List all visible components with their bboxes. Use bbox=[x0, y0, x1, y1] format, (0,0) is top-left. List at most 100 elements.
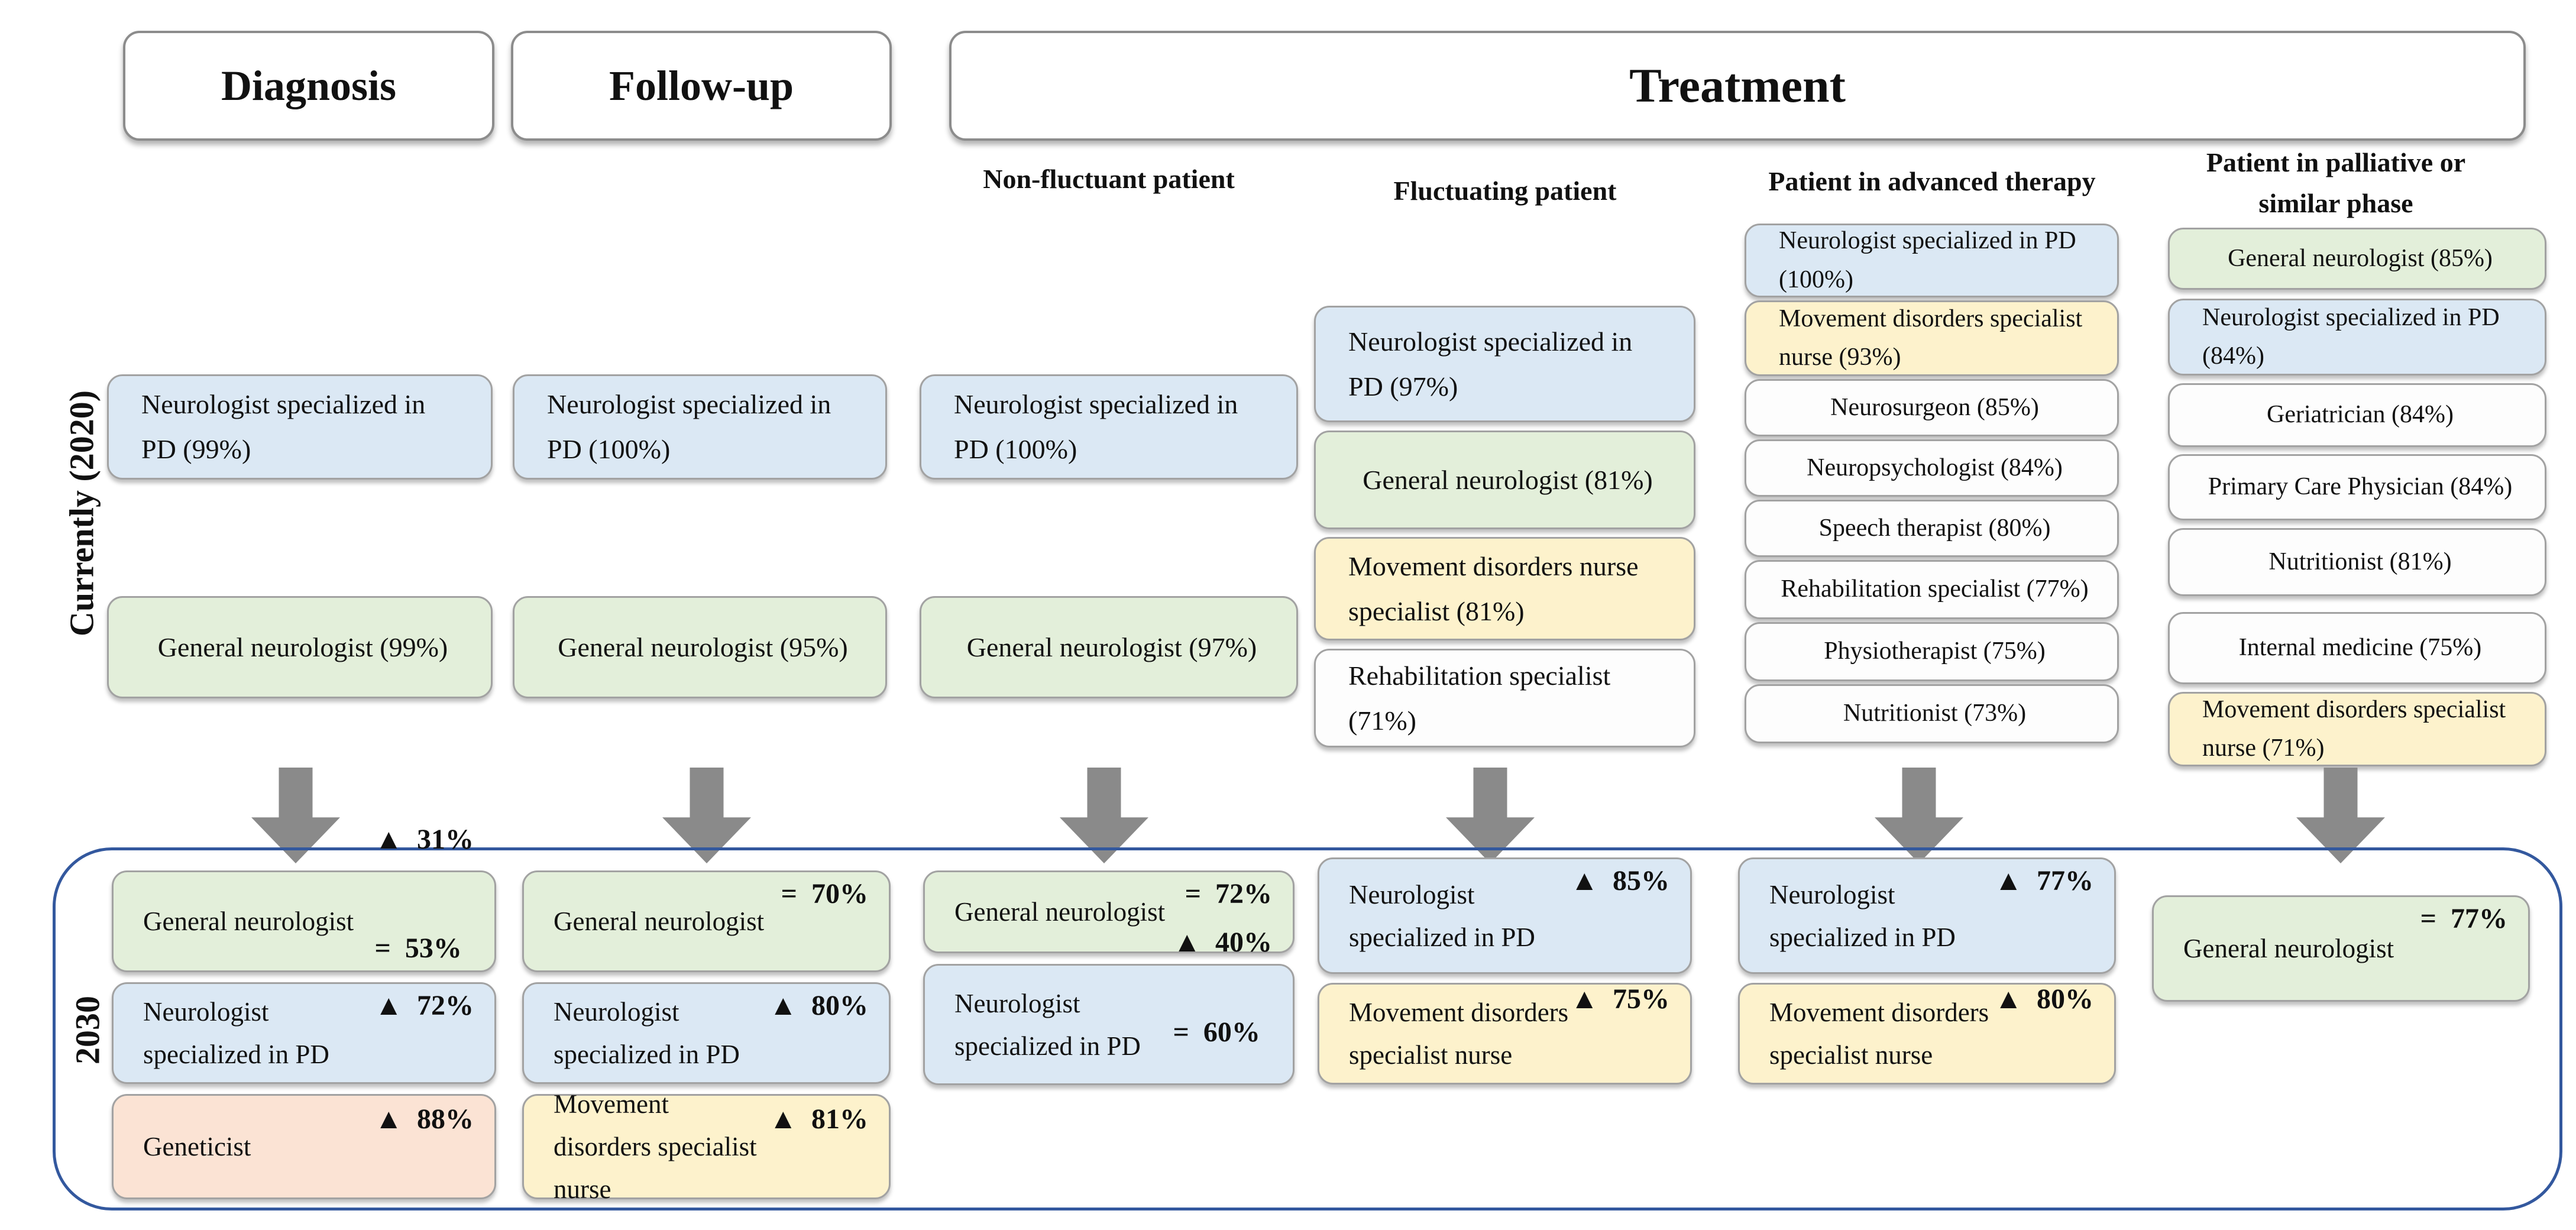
role-label: Geriatrician (84%) bbox=[2266, 401, 2454, 429]
trend-stats: ▲ 77% bbox=[1994, 857, 2093, 974]
role-box: Neurologist specialized in PD (100%) bbox=[920, 374, 1298, 480]
role-label: Neurologist specialized in PD bbox=[1349, 879, 1535, 952]
subheader-palliative-patient: Patient in palliative or similar phase bbox=[2206, 147, 2466, 218]
role-box: Neurologist specialized in PD (97%) bbox=[1314, 306, 1695, 422]
role-label: Neurologist specialized in PD bbox=[554, 997, 740, 1069]
role-box: Movement disorders specialist nurse (71%… bbox=[2168, 692, 2546, 766]
role-label: Movement disorders nurse specialist (81%… bbox=[1348, 551, 1639, 626]
role-label: Neurologist specialized in PD (99%) bbox=[141, 389, 426, 464]
role-box: Neuropsychologist (84%) bbox=[1745, 439, 2119, 497]
role-label: General neurologist (95%) bbox=[558, 632, 848, 662]
role-box: Nutritionist (81%) bbox=[2168, 528, 2546, 596]
role-label: Neurologist specialized in PD (100%) bbox=[1779, 227, 2076, 293]
role-label: General neurologist bbox=[954, 897, 1166, 927]
trend-stats: ▲ 31% = 53% bbox=[374, 816, 474, 1027]
role-box: Speech therapist (80%) bbox=[1745, 500, 2119, 557]
role-box: Neurologist specialized in PD ▲ 77% bbox=[1738, 857, 2116, 974]
trend-stats: ▲ 88% bbox=[374, 1096, 474, 1197]
role-label: Nutritionist (73%) bbox=[1843, 700, 2027, 727]
subheader-nonfluctuant-patient: Non-fluctuant patient bbox=[983, 164, 1235, 194]
role-label: General neurologist (99%) bbox=[157, 632, 448, 662]
role-label: Speech therapist (80%) bbox=[1818, 514, 2051, 542]
role-box: Neurologist specialized in PD ▲ 80% bbox=[522, 982, 891, 1084]
role-label: Neurologist specialized in PD (100%) bbox=[547, 389, 831, 464]
role-label: General neurologist (85%) bbox=[2228, 244, 2493, 272]
role-label: General neurologist bbox=[554, 907, 765, 936]
role-label: Physiotherapist (75%) bbox=[1824, 637, 2046, 665]
role-box: Rehabilitation specialist (71%) bbox=[1314, 649, 1695, 747]
role-label: Neurosurgeon (85%) bbox=[1830, 393, 2039, 421]
trend-stat: ▲ 85% bbox=[1570, 865, 1669, 896]
role-label: Neurologist specialized in PD (84%) bbox=[2202, 303, 2500, 370]
trend-stat: ▲ 31% bbox=[374, 824, 474, 855]
trend-stat: = 60% bbox=[1173, 1017, 1260, 1048]
header-followup: Follow-up bbox=[511, 31, 892, 141]
role-box: Movement disorders nurse specialist (81%… bbox=[1314, 537, 1695, 640]
trend-stat: = 70% bbox=[781, 878, 868, 909]
role-label: Neurologist specialized in PD bbox=[143, 997, 329, 1069]
trend-stat: ▲ 40% bbox=[1173, 927, 1272, 958]
role-label: Geneticist bbox=[143, 1132, 251, 1161]
trend-stats: ▲ 80% bbox=[769, 982, 868, 1084]
role-label: Rehabilitation specialist (71%) bbox=[1348, 660, 1611, 736]
role-box: Geriatrician (84%) bbox=[2168, 383, 2546, 447]
trend-stats: ▲ 80% bbox=[1994, 976, 2093, 1092]
subheader-fluctuating-patient: Fluctuating patient bbox=[1393, 176, 1617, 206]
trend-stats: = 70% bbox=[781, 870, 868, 972]
trend-stat: ▲ 77% bbox=[1994, 865, 2093, 896]
role-box: Rehabilitation specialist (77%) bbox=[1745, 560, 2119, 619]
trend-stat: = 77% bbox=[2420, 903, 2507, 934]
role-box: General neurologist = 72% bbox=[923, 870, 1295, 953]
role-box: Neurologist specialized in PD ▲ 72% bbox=[112, 982, 496, 1084]
role-box: Movement disorders specialist nurse ▲ 81% bbox=[522, 1089, 891, 1204]
role-box: Neurologist specialized in PD (84%) bbox=[2168, 299, 2546, 376]
role-label: Movement disorders specialist nurse bbox=[554, 1089, 757, 1204]
role-box: Movement disorders specialist nurse▲ 75% bbox=[1318, 983, 1692, 1085]
role-box: Neurosurgeon (85%) bbox=[1745, 379, 2119, 436]
trend-stat: ▲ 88% bbox=[374, 1103, 474, 1135]
role-label: Internal medicine (75%) bbox=[2238, 634, 2482, 662]
role-label: Movement disorders specialist nurse (93%… bbox=[1779, 305, 2083, 371]
trend-stats: ▲ 81% bbox=[769, 1096, 868, 1197]
role-box: Neurologist specialized in PD (99%) bbox=[107, 374, 493, 480]
role-label: Movement disorders specialist nurse (71%… bbox=[2202, 695, 2506, 762]
trend-stat: ▲ 80% bbox=[1994, 983, 2093, 1015]
role-box: Physiotherapist (75%) bbox=[1745, 622, 2119, 681]
trend-stats: = 72% bbox=[1185, 870, 1272, 953]
role-label: General neurologist bbox=[143, 907, 354, 936]
trend-stat: ▲ 81% bbox=[769, 1103, 868, 1135]
role-box: Neurologist specialized in PD ▲ 85% bbox=[1318, 857, 1692, 974]
role-box: General neurologist ▲ 31% = 53% bbox=[112, 824, 496, 972]
role-box: Neurologist specialized in PD (100%) bbox=[1745, 224, 2119, 297]
trend-stat: ▲ 80% bbox=[769, 990, 868, 1021]
role-label: General neurologist (81%) bbox=[1363, 464, 1653, 495]
role-box: General neurologist (81%) bbox=[1314, 430, 1695, 529]
role-label: Neurologist specialized in PD (97%) bbox=[1348, 326, 1633, 402]
role-box: Internal medicine (75%) bbox=[2168, 612, 2546, 684]
role-box: General neurologist (95%) bbox=[513, 596, 887, 698]
role-box: Neurologist specialized in PD (100%) bbox=[513, 374, 887, 480]
role-label: General neurologist (97%) bbox=[966, 632, 1257, 662]
trend-stat: ▲ 72% bbox=[374, 990, 474, 1021]
trend-stats: ▲ 40% = 60% bbox=[1173, 919, 1272, 1130]
role-label: Rehabilitation specialist (77%) bbox=[1781, 575, 2089, 603]
role-box: General neurologist (99%) bbox=[107, 596, 493, 698]
role-box: General neurologist = 77% bbox=[2152, 895, 2530, 1002]
trend-stat: = 53% bbox=[374, 933, 462, 964]
subheader-advanced-therapy-patient: Patient in advanced therapy bbox=[1768, 166, 2096, 196]
role-label: Neurologist specialized in PD bbox=[1769, 879, 1956, 952]
role-label: Nutritionist (81%) bbox=[2268, 548, 2452, 575]
role-label: Movement disorders specialist nurse bbox=[1349, 998, 1569, 1070]
trend-stats: ▲ 72% bbox=[374, 982, 474, 1084]
role-label: Neurologist specialized in PD (100%) bbox=[954, 389, 1238, 464]
role-box: Nutritionist (73%) bbox=[1745, 684, 2119, 743]
trend-stats: = 77% bbox=[2420, 895, 2507, 1002]
row-label-currently-2020: Currently (2020) bbox=[62, 390, 101, 637]
role-box: General neurologist (85%) bbox=[2168, 228, 2546, 290]
role-box: General neurologist (97%) bbox=[920, 596, 1298, 698]
role-label: General neurologist bbox=[2183, 934, 2394, 963]
header-treatment: Treatment bbox=[949, 31, 2526, 141]
trend-stats: ▲ 85% bbox=[1570, 857, 1669, 974]
role-label: Movement disorders specialist nurse bbox=[1769, 998, 1989, 1070]
